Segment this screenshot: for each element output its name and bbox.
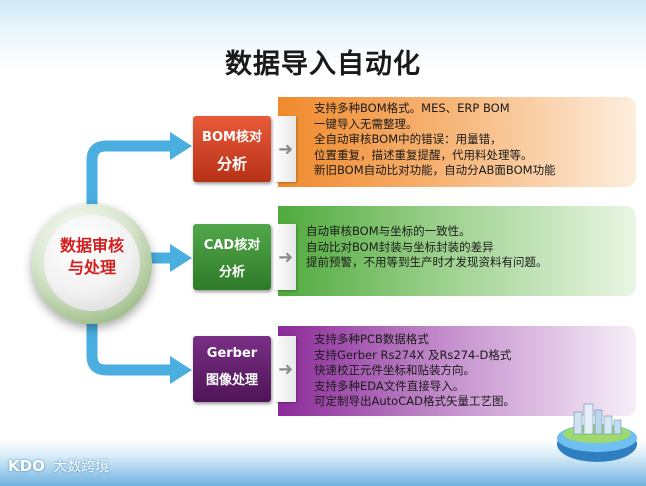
chevron-right-icon: ➜ [274,116,296,182]
stage-subtitle: 分析 [193,153,271,174]
detail-line: 支持Gerber Rs274X 及Rs274-D格式 [314,348,515,364]
chevron-right-icon: ➜ [274,224,296,290]
logo-text: 大数跨境 [53,459,109,475]
detail-line: 一键导入无需整理。 [314,117,556,133]
detail-line: 快速校正元件坐标和贴装方向。 [314,363,515,379]
stage-gerber-box: Gerber 图像处理 [193,336,271,402]
detail-panel-bom: 支持多种BOM格式。MES、ERP BOM 一键导入无需整理。 全自动审核BOM… [278,97,636,187]
detail-line: 可定制导出AutoCAD格式矢量工艺图。 [314,394,515,410]
globe-city-icon [552,398,642,466]
stage-title: Gerber [193,346,271,361]
logo-mark: KDO [8,457,45,475]
hub-label: 数据审核 与处理 [44,235,140,279]
detail-line: 提前预警，不用等到生产时才发现资料有问题。 [306,255,548,271]
detail-line: 支持多种PCB数据格式 [314,332,515,348]
detail-panel-cad: 自动审核BOM与坐标的一致性。 自动比对BOM封装与坐标封装的差异 提前预警，不… [278,206,636,296]
detail-line: 自动比对BOM封装与坐标封装的差异 [306,240,548,256]
stage-subtitle: 图像处理 [193,369,271,388]
hub-label-line1: 数据审核 [44,235,140,257]
detail-line: 支持多种BOM格式。MES、ERP BOM [314,101,556,117]
brand-logo: KDO 大数跨境 [8,456,109,476]
stage-title: BOM核对 [193,126,271,145]
stage-bom-box: BOM核对 分析 [193,116,271,182]
stage-cad-box: CAD核对 分析 [193,224,271,290]
detail-line: 新旧BOM自动比对功能，自动分AB面BOM功能 [314,163,556,179]
detail-line: 支持多种EDA文件直接导入。 [314,379,515,395]
detail-line: 全自动审核BOM中的错误：用量错， [314,132,556,148]
hub-label-line2: 与处理 [44,257,140,279]
detail-line: 位置重复，描述重复提醒，代用料处理等。 [314,148,556,164]
chevron-right-icon: ➜ [274,336,296,402]
stage-subtitle: 分析 [193,261,271,280]
detail-line: 自动审核BOM与坐标的一致性。 [306,224,548,240]
stage-title: CAD核对 [193,234,271,253]
